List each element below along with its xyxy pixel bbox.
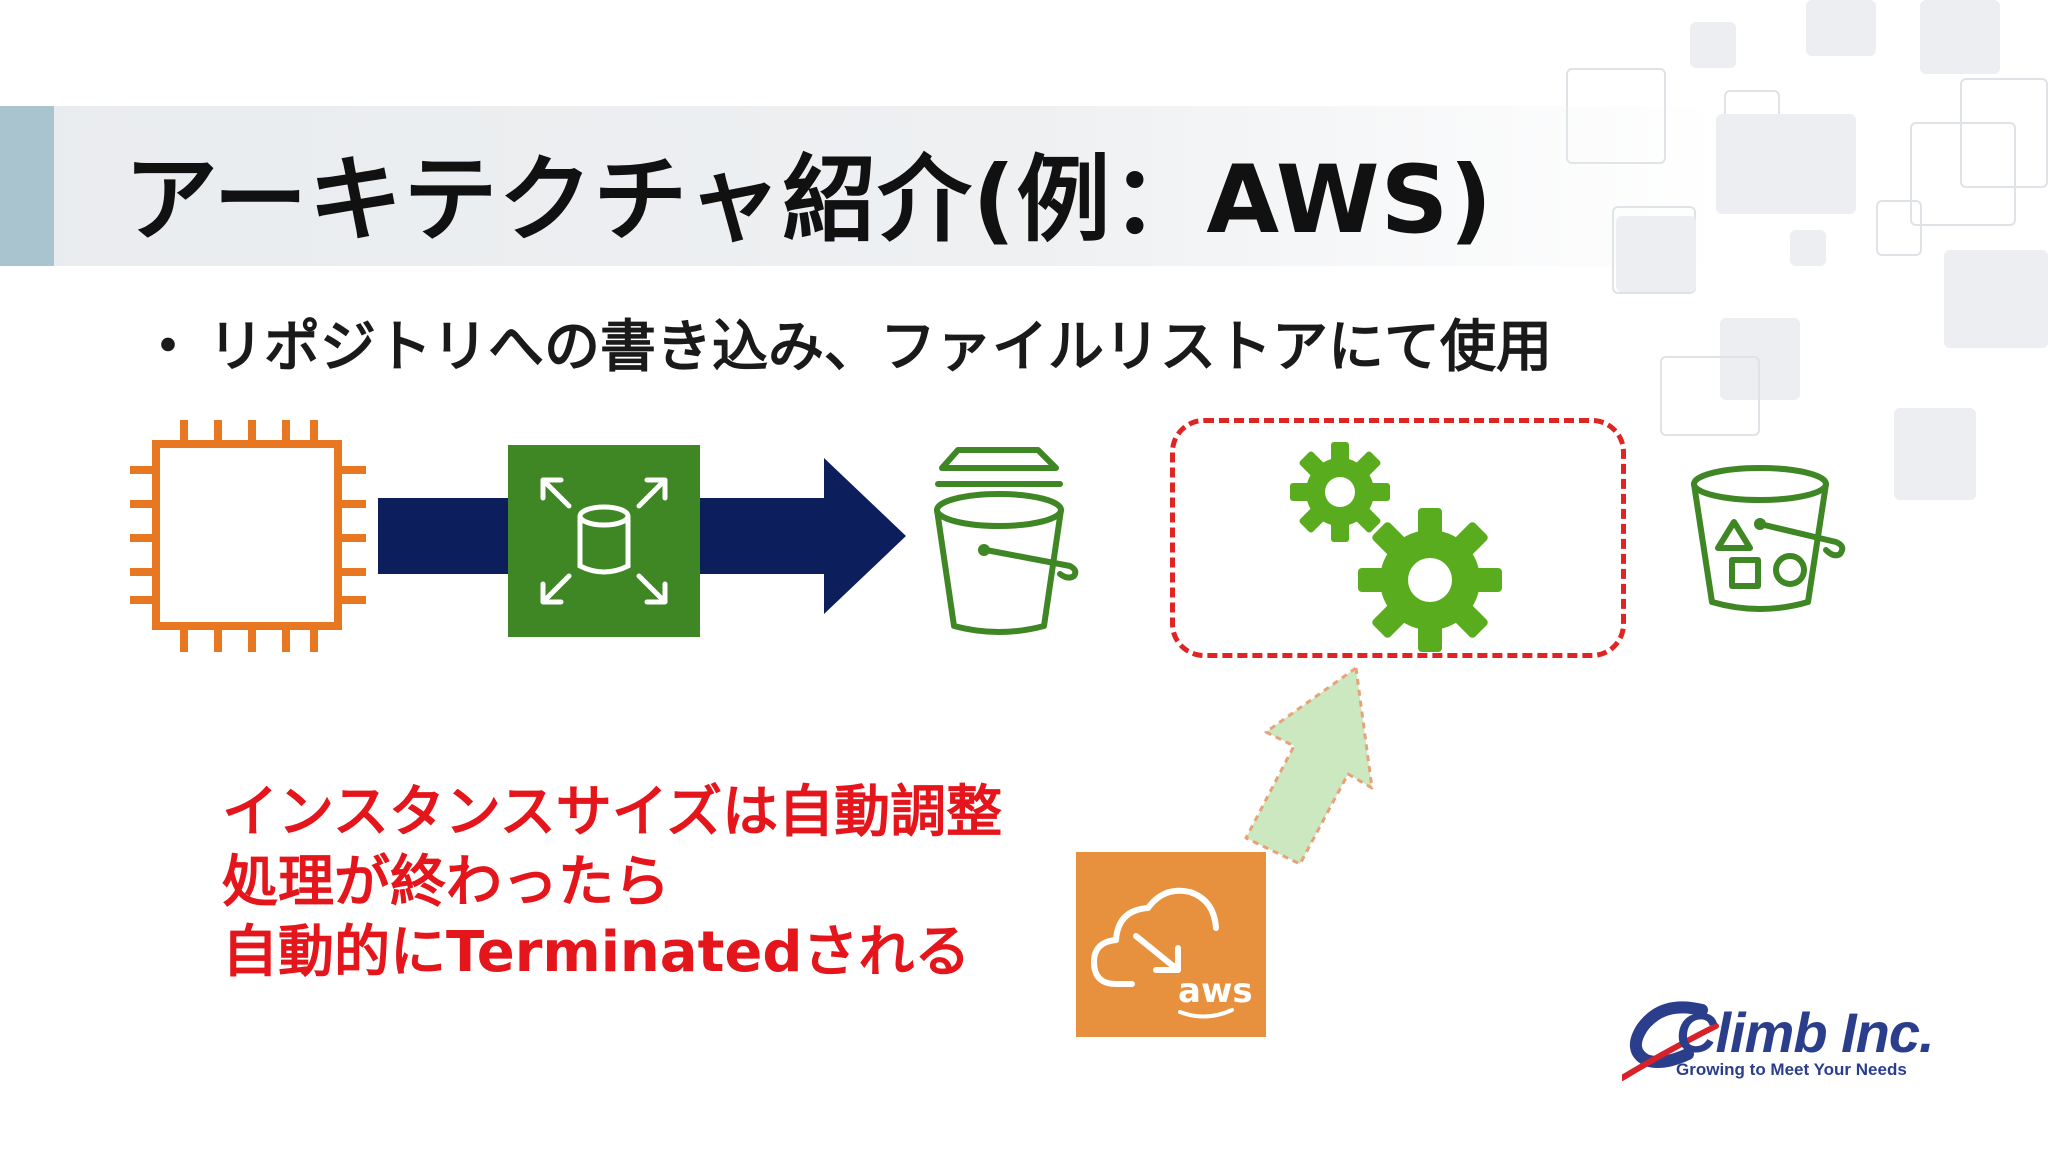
- s3-glacier-bucket-icon: [934, 447, 1079, 635]
- aws-text: aws: [1178, 971, 1253, 1011]
- bullet-marker: ・: [140, 315, 196, 380]
- note-line-2: 処理が終わったら: [222, 850, 670, 915]
- hint-arrow: [1244, 666, 1374, 866]
- aws-auto-scaling-cloud-icon: aws: [1091, 887, 1253, 1019]
- logo-swoosh: [1622, 1001, 1719, 1081]
- bullet-item: ・リポジトリへの書き込み、ファイルリストアにて使用: [140, 302, 1552, 383]
- ec2-instance-icon: [130, 420, 366, 652]
- aws-auto-scaling-icon: aws: [1076, 852, 1266, 1037]
- elastic-volume-glyph: [540, 477, 668, 605]
- title-accent-bar: [0, 106, 54, 266]
- note-line-3: 自動的にTerminatedされる: [222, 920, 971, 985]
- processing-gears-icon: [1290, 442, 1502, 652]
- company-logo: Climb Inc. Growing to Meet Your Needs: [1622, 998, 1952, 1088]
- note-line-1: インスタンスサイズは自動調整: [222, 780, 1003, 845]
- title-band: アーキテクチャ紹介(例：AWS): [0, 106, 1720, 266]
- bullet-text: リポジトリへの書き込み、ファイルリストアにて使用: [208, 315, 1552, 380]
- logo-tagline: Growing to Meet Your Needs: [1676, 1060, 1907, 1079]
- processing-dashed-box: [1170, 418, 1626, 658]
- ebs-elastic-volume-icon: [508, 445, 700, 637]
- s3-bucket-objects-icon: [1691, 465, 1846, 612]
- page-title: アーキテクチャ紹介(例：AWS): [124, 146, 1494, 255]
- logo-name: Climb Inc.: [1676, 1001, 1935, 1064]
- instance-note: インスタンスサイズは自動調整 処理が終わったら 自動的にTerminatedされ…: [222, 778, 1002, 988]
